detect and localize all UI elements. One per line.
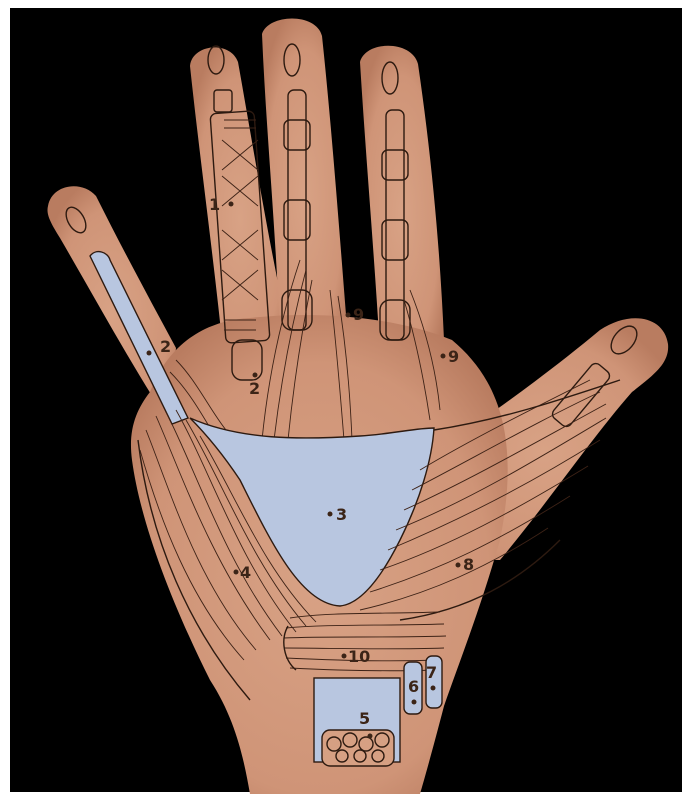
carpal-tunnel-tendons — [314, 678, 400, 766]
label-4: 4 — [240, 563, 251, 582]
label-1: 1 — [209, 195, 220, 214]
label-9-middle: 9 — [353, 305, 364, 324]
label-10: 10 — [348, 647, 370, 666]
label-8: 8 — [463, 555, 474, 574]
label-9-index: 9 — [448, 347, 459, 366]
label-5: 5 — [359, 709, 370, 728]
label-2-ring-finger: 2 — [249, 379, 260, 398]
label-7: 7 — [426, 663, 437, 682]
label-2-little-finger: 2 — [160, 337, 171, 356]
label-6: 6 — [408, 677, 419, 696]
label-3: 3 — [336, 505, 347, 524]
